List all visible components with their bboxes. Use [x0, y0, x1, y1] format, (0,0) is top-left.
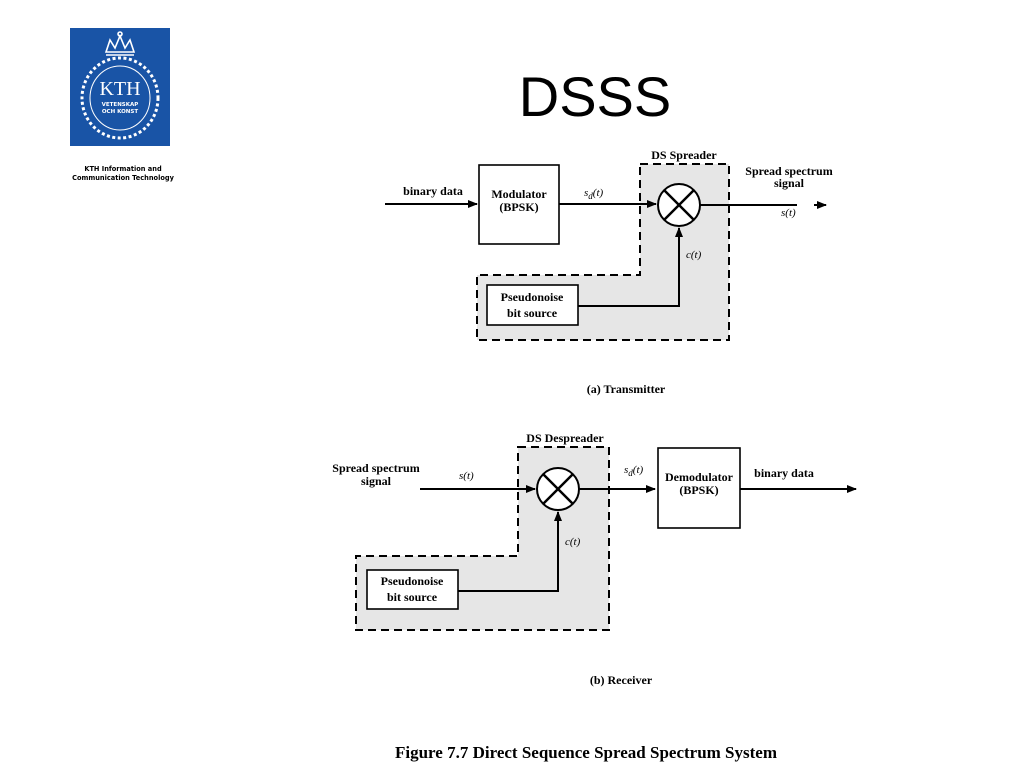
- modulator-box: [478, 164, 560, 245]
- demodulator-box: [657, 447, 741, 529]
- rx-input-symbol: s(t): [459, 470, 474, 482]
- ds-spreader-label: DS Spreader: [651, 148, 717, 162]
- logo-caption-line1: KTH Information and: [84, 165, 162, 173]
- demodulator-label-line1: Demodulator: [665, 470, 734, 484]
- transmitter-diagram: DS Spreader binary data Modulator (BPSK)…: [385, 148, 833, 396]
- tx-c-label: c(t): [686, 249, 702, 261]
- kth-logo: KTH VETENSKAP OCH KONST KTH Information …: [52, 25, 194, 182]
- rx-multiplier-icon: [536, 467, 580, 511]
- tx-input-label: binary data: [403, 184, 463, 198]
- tx-multiplier-icon: [657, 183, 701, 227]
- slide-title: DSSS: [518, 65, 672, 128]
- kth-logo-emblem: KTH VETENSKAP OCH KONST: [70, 28, 170, 146]
- logo-wordmark: KTH: [99, 78, 140, 100]
- rx-c-arrow: [458, 511, 562, 592]
- tx-c-arrow: [578, 227, 683, 307]
- tx-sd-label: sd(t): [584, 187, 604, 201]
- tx-pn-label-line2: bit source: [507, 306, 558, 320]
- rx-sd-label: sd(t): [624, 464, 644, 478]
- rx-input-label-line1: Spread spectrum: [332, 461, 419, 475]
- demodulator-label-line2: (BPSK): [679, 483, 718, 497]
- rx-input-label-line2: signal: [361, 474, 392, 488]
- ds-despreader-label: DS Despreader: [526, 431, 604, 445]
- logo-motto-line2: OCH KONST: [102, 109, 138, 115]
- rx-pn-label-line1: Pseudonoise: [381, 574, 444, 588]
- receiver-caption: (b) Receiver: [590, 673, 653, 687]
- rx-c-label: c(t): [565, 536, 581, 548]
- logo-caption: KTH Information and Communication Techno…: [52, 165, 194, 183]
- receiver-diagram: DS Despreader Spread spectrum signal s(t…: [332, 431, 857, 687]
- tx-output-label-line1: Spread spectrum: [745, 164, 832, 178]
- figure-caption: Figure 7.7 Direct Sequence Spread Spectr…: [395, 743, 777, 762]
- transmitter-caption: (a) Transmitter: [587, 382, 666, 396]
- logo-motto-line1: VETENSKAP: [102, 102, 139, 108]
- rx-pn-source-box: [366, 569, 459, 610]
- tx-output-label-line2: signal: [774, 176, 805, 190]
- tx-pn-label-line1: Pseudonoise: [501, 290, 564, 304]
- modulator-label-line2: (BPSK): [499, 200, 538, 214]
- logo-caption-line2: Communication Technology: [72, 174, 174, 182]
- tx-output-symbol: s(t): [781, 207, 796, 219]
- modulator-label-line1: Modulator: [491, 187, 547, 201]
- rx-output-label: binary data: [754, 466, 814, 480]
- kth-crest-icon: KTH VETENSKAP OCH KONST: [80, 31, 160, 140]
- rx-pn-label-line2: bit source: [387, 590, 438, 604]
